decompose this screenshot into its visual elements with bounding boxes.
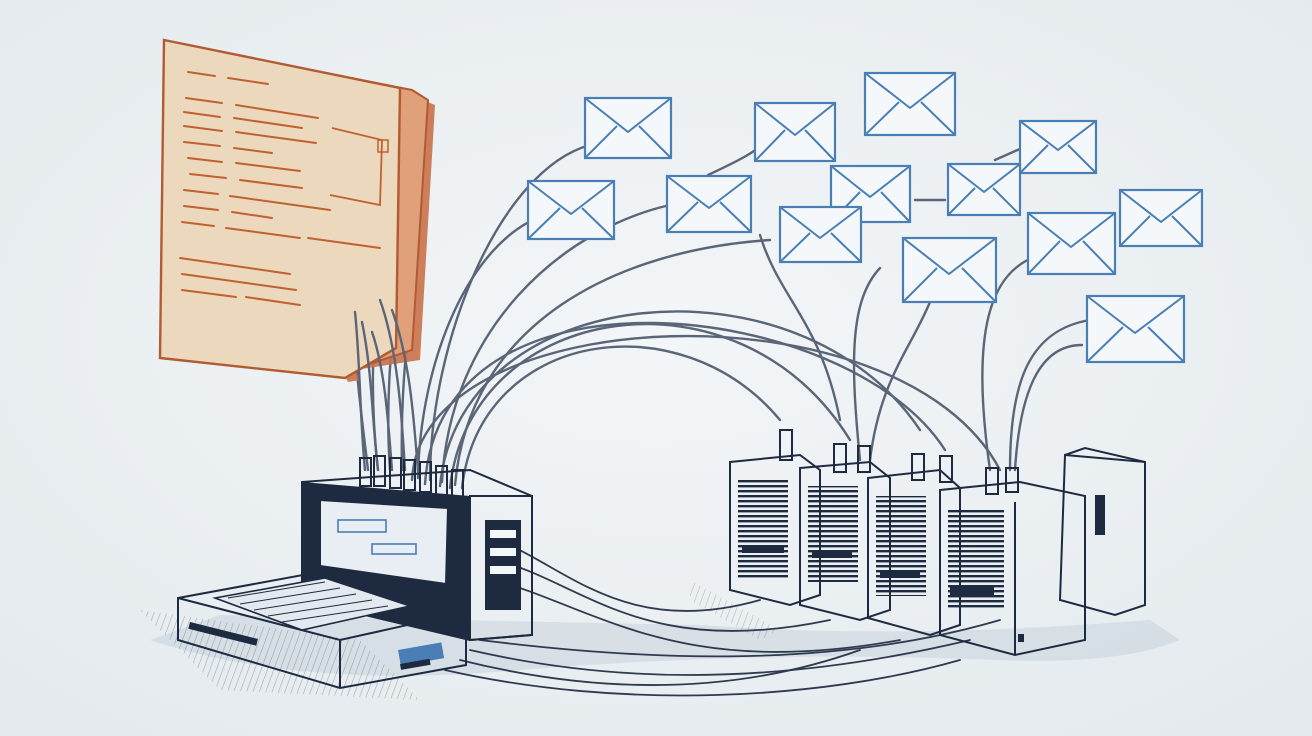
envelope-icon bbox=[753, 101, 837, 163]
keyboard-console bbox=[177, 568, 467, 690]
document-icon bbox=[158, 38, 435, 382]
envelope-icon bbox=[1026, 211, 1117, 276]
envelope-group bbox=[526, 71, 1204, 364]
hatch-shadow-right bbox=[690, 580, 780, 640]
network-cables bbox=[354, 138, 1092, 697]
envelope-icon bbox=[665, 174, 753, 234]
envelope-icon bbox=[526, 179, 616, 241]
status-lights bbox=[398, 642, 445, 666]
envelope-icon bbox=[1118, 188, 1204, 248]
cable-connectors bbox=[359, 455, 464, 501]
server-tower-group bbox=[729, 429, 1146, 657]
server-tower bbox=[1058, 446, 1146, 617]
envelope-icon bbox=[1085, 294, 1186, 364]
envelope-icon bbox=[946, 162, 1022, 217]
envelope-icon bbox=[863, 71, 957, 137]
envelope-icon bbox=[901, 236, 998, 304]
envelope-icon bbox=[778, 205, 863, 264]
envelope-icon bbox=[1018, 119, 1098, 175]
keyboard-keys bbox=[227, 581, 389, 623]
cable-bundle bbox=[353, 298, 420, 474]
server-tower bbox=[939, 480, 1086, 657]
envelope-icon bbox=[583, 96, 673, 160]
server-tower bbox=[729, 453, 821, 607]
cable-connectors bbox=[779, 429, 1019, 495]
